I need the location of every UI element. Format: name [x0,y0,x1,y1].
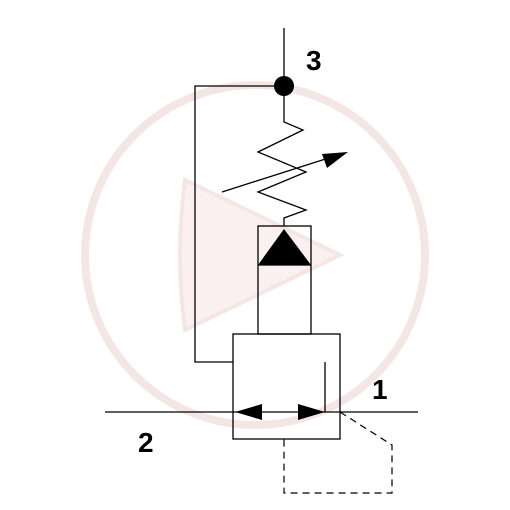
spring [256,96,308,226]
port-label-1: 1 [372,374,388,405]
valve-body [232,333,341,440]
port-label-2: 2 [138,427,154,458]
watermark-logo [81,81,429,429]
flow-arrow-right [298,404,325,420]
adjust-arrow-head [322,152,348,168]
pilot-line [194,85,284,363]
port-label-3: 3 [306,45,322,76]
poppet-triangle [258,229,311,265]
drain-line [283,411,393,494]
flow-arrow-left [235,404,262,420]
adjust-arrow-line [221,154,339,193]
